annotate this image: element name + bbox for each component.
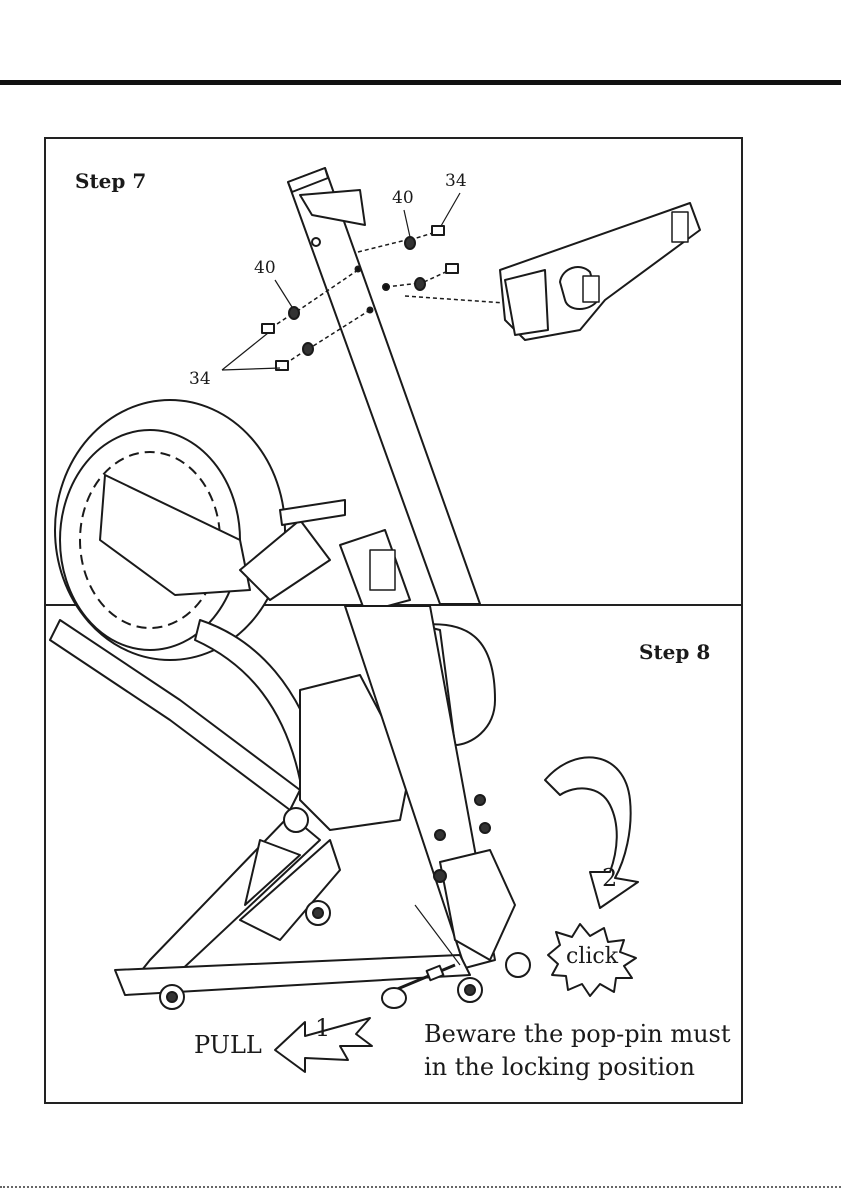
seat-assembly <box>500 203 700 340</box>
click-label: click <box>566 944 618 969</box>
step8-title: Step 8 <box>639 640 710 664</box>
part-label-34-top: 34 <box>445 171 467 191</box>
arrow-1-number: 1 <box>315 1014 330 1042</box>
part-label-34-left: 34 <box>189 369 211 389</box>
note-line-1: Beware the pop-pin must <box>424 1019 731 1050</box>
page-bottom-rule <box>0 1186 841 1188</box>
part-label-40-top: 40 <box>392 188 414 208</box>
pull-label: PULL <box>194 1031 262 1059</box>
arrow-2-number: 2 <box>602 864 617 892</box>
part-label-40-left: 40 <box>254 258 276 278</box>
note-line-2: in the locking position <box>424 1052 695 1083</box>
step7-title: Step 7 <box>75 169 146 193</box>
arrow-2-icon <box>545 757 638 908</box>
flywheel-housing <box>55 400 285 660</box>
